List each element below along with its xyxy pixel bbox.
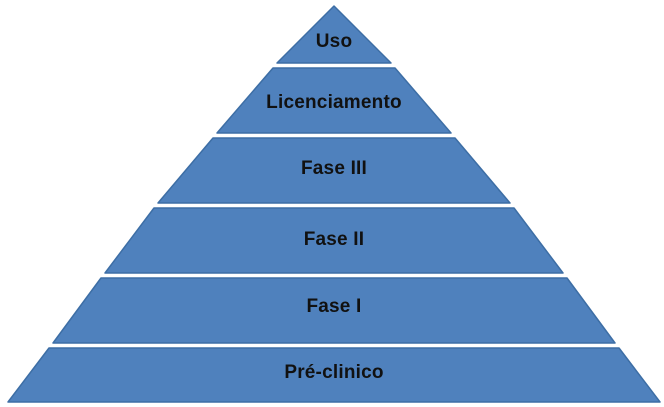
pyramid-segment-shape-6 (7, 347, 661, 403)
pyramid-level-fase-ii: Fase II (104, 207, 564, 274)
pyramid-level-label-2: Licenciamento (266, 92, 402, 113)
pyramid-level-uso: Uso (276, 5, 392, 64)
pyramid-segment-shape-4 (104, 207, 564, 274)
pyramid-segment-shape-5 (52, 277, 616, 344)
pyramid-level-label-4: Fase II (304, 229, 365, 250)
pyramid-segment-shape-1 (276, 5, 392, 64)
pyramid-level-label-6: Pré-clinico (284, 362, 383, 383)
pyramid-level-pre-clinico: Pré-clinico (7, 347, 661, 403)
pyramid-level-label-3: Fase III (301, 158, 367, 179)
pyramid-segment-shape-2 (216, 67, 452, 134)
pyramid-level-label-1: Uso (316, 31, 353, 52)
pyramid-level-fase-iii: Fase III (157, 137, 511, 204)
pyramid-segment-shape-3 (157, 137, 511, 204)
pyramid-level-fase-i: Fase I (52, 277, 616, 344)
pyramid-level-licenciamento: Licenciamento (216, 67, 452, 134)
pyramid-level-label-5: Fase I (306, 296, 361, 317)
